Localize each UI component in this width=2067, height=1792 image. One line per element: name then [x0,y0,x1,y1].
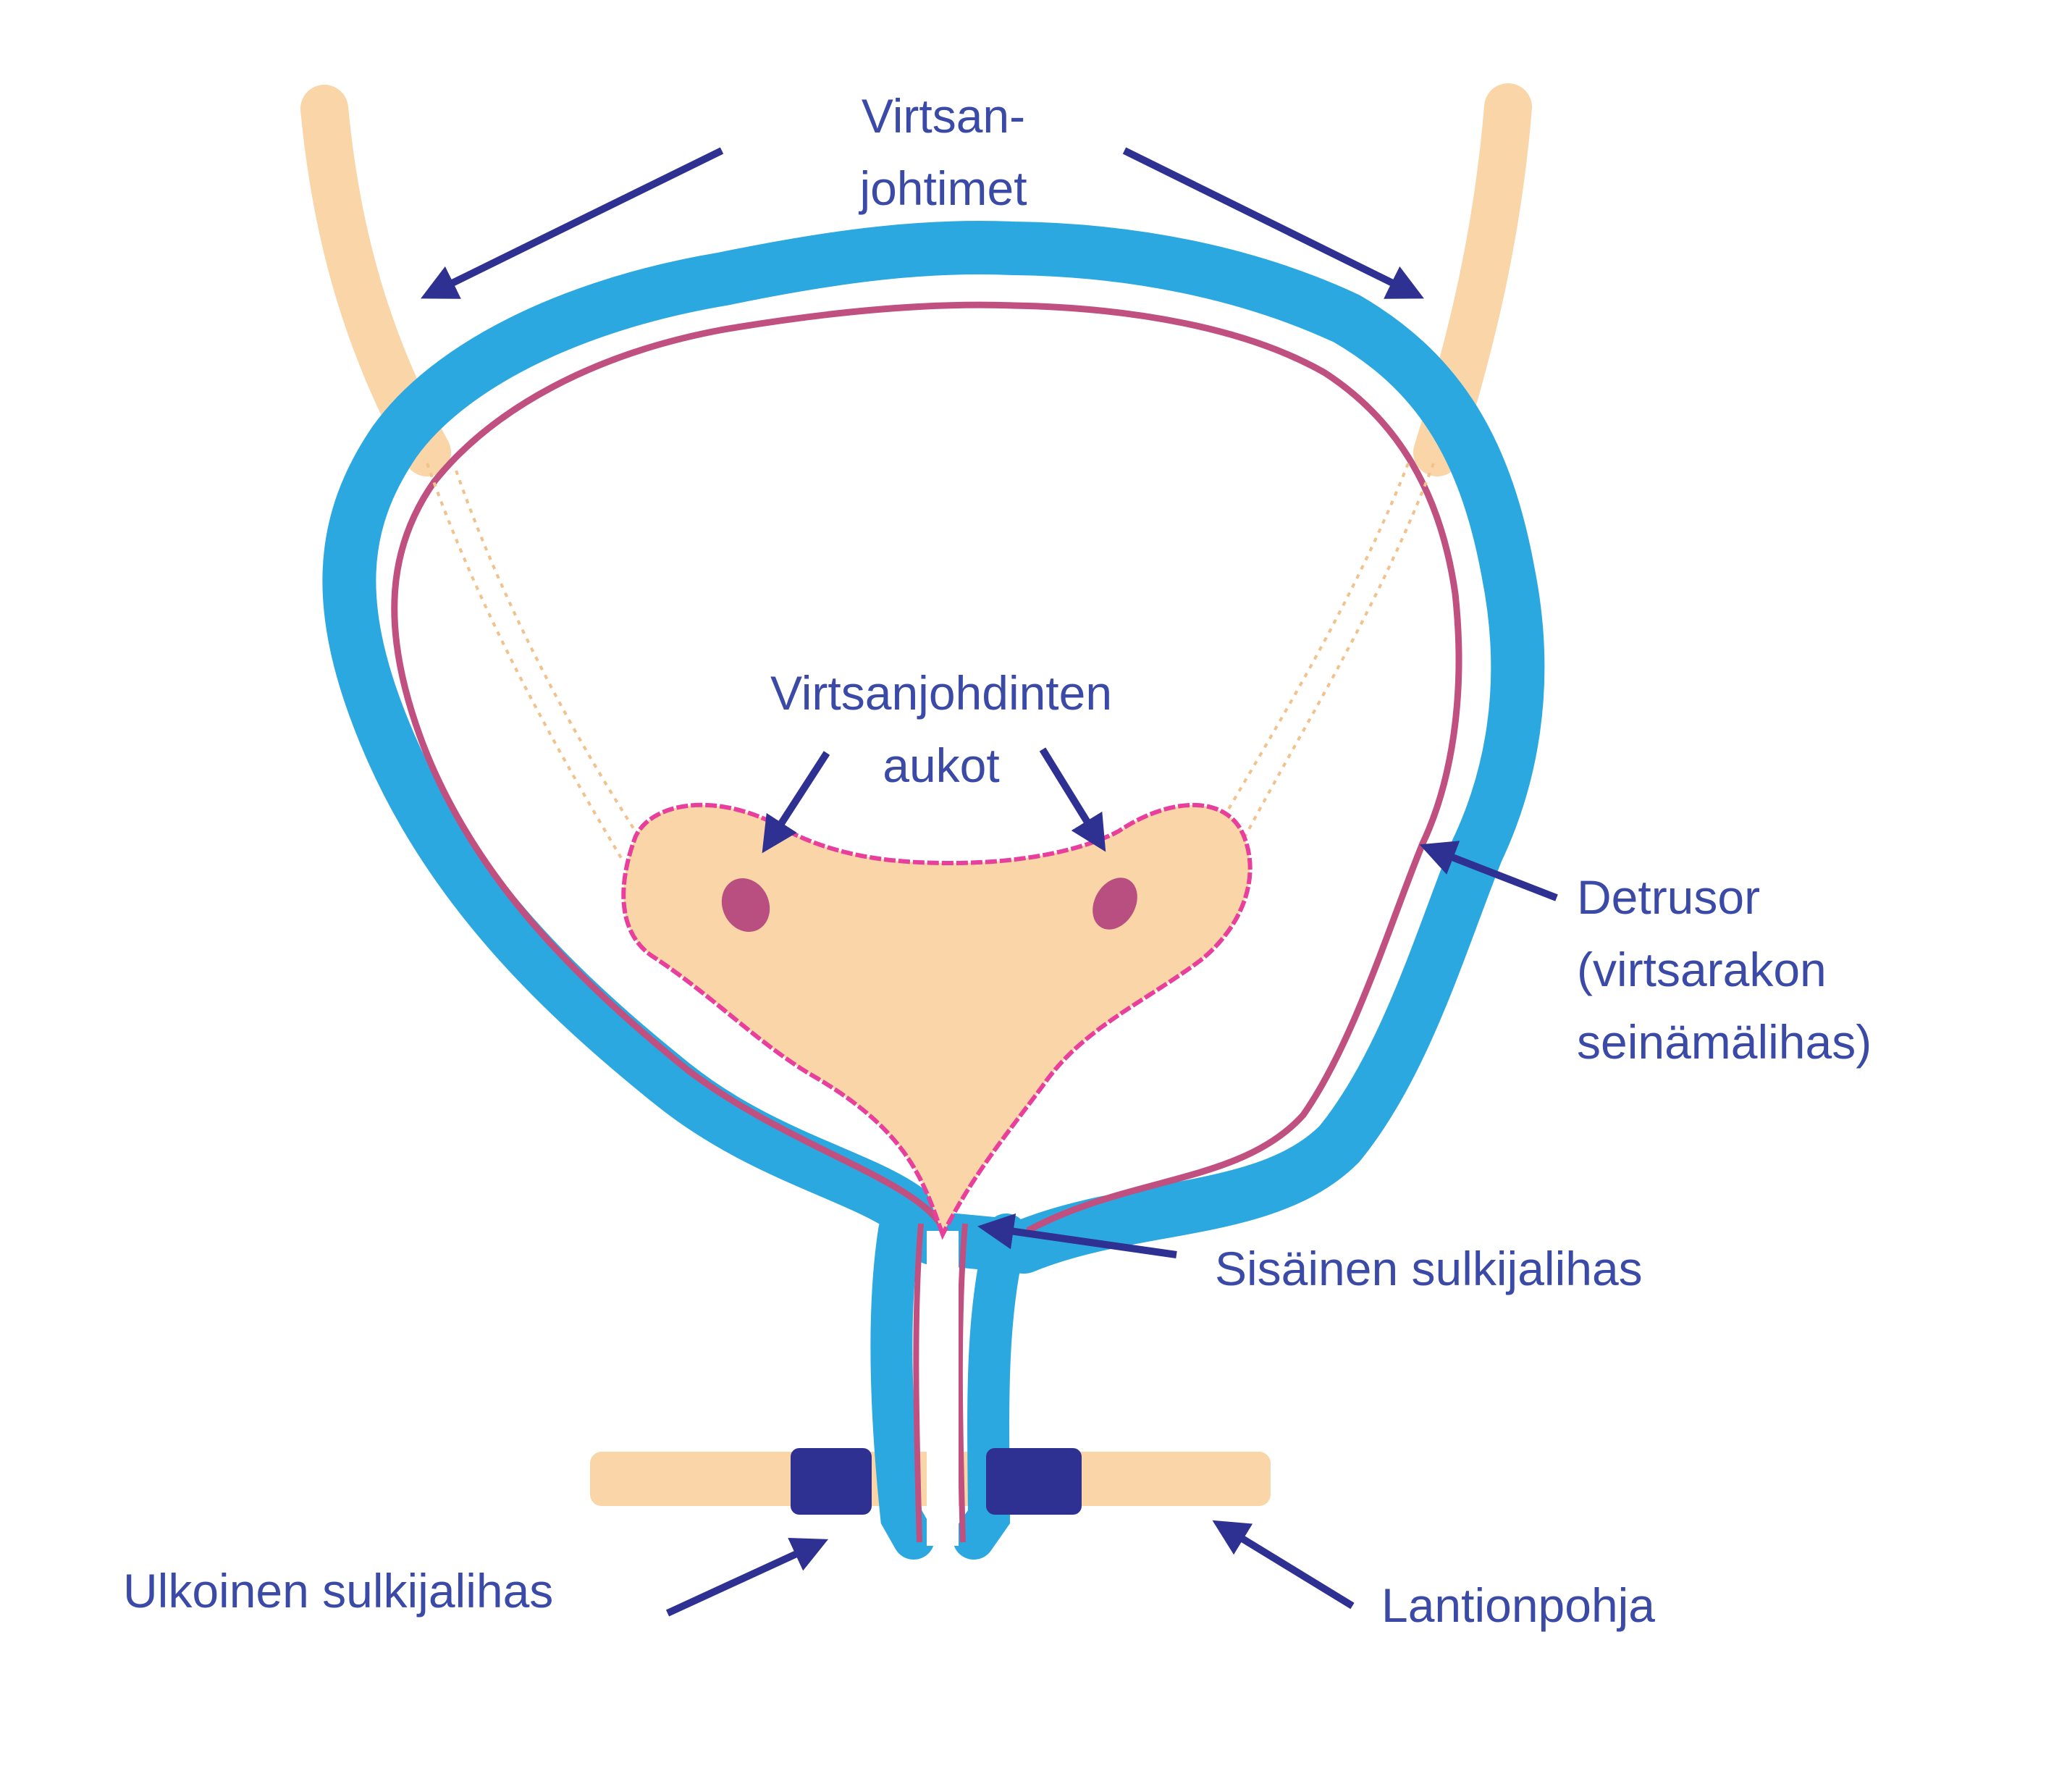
right-ureter-intramural-path-2 [1213,463,1410,834]
arrow-orifice-right [1039,747,1106,852]
label-detrusor-line2: (virtsarakon [1577,943,1827,996]
label-ureters-line2: johtimet [858,161,1027,215]
right-ureter-intramural-path [1238,463,1435,848]
label-external-sphincter: Ulkoinen sulkijalihas [123,1564,553,1618]
label-ureters-line1: Virtsan- [862,89,1025,143]
external-sphincter-right [986,1448,1082,1515]
label-internal-sphincter: Sisäinen sulkijalihas [1215,1242,1643,1295]
urethra-right-lining [956,1223,968,1543]
left-ureter-intramural-path [426,463,623,859]
bladder-mucosa [391,301,1462,1242]
label-detrusor-line3: seinämälihas) [1577,1015,1872,1069]
bladder-wall [322,221,1545,1274]
arrows [421,147,1558,1617]
urethra-left-lining [913,1223,924,1543]
label-ureter-openings-line2: aukot [883,739,999,792]
arrow-ureters-right [1122,147,1424,299]
arrow-external-sphincter [665,1538,829,1617]
label-pelvic-floor: Lantionpohja [1381,1578,1655,1632]
external-sphincter-left [791,1448,872,1515]
label-detrusor-line1: Detrusor [1577,870,1760,924]
left-ureteral-orifice [721,878,770,932]
trigone [621,802,1253,1240]
arrow-pelvic-floor [1212,1520,1355,1610]
arrow-detrusor [1419,841,1558,901]
urethra-left-wall [870,1210,935,1560]
arrow-ureters-left [421,147,724,299]
label-ureter-openings-line1: Virtsanjohdinten [770,666,1112,720]
right-ureteral-orifice [1093,878,1137,930]
arrow-internal-sphincter [977,1213,1177,1258]
arrow-orifice-left [762,751,830,854]
left-ureter-intramural-path-2 [455,470,649,852]
